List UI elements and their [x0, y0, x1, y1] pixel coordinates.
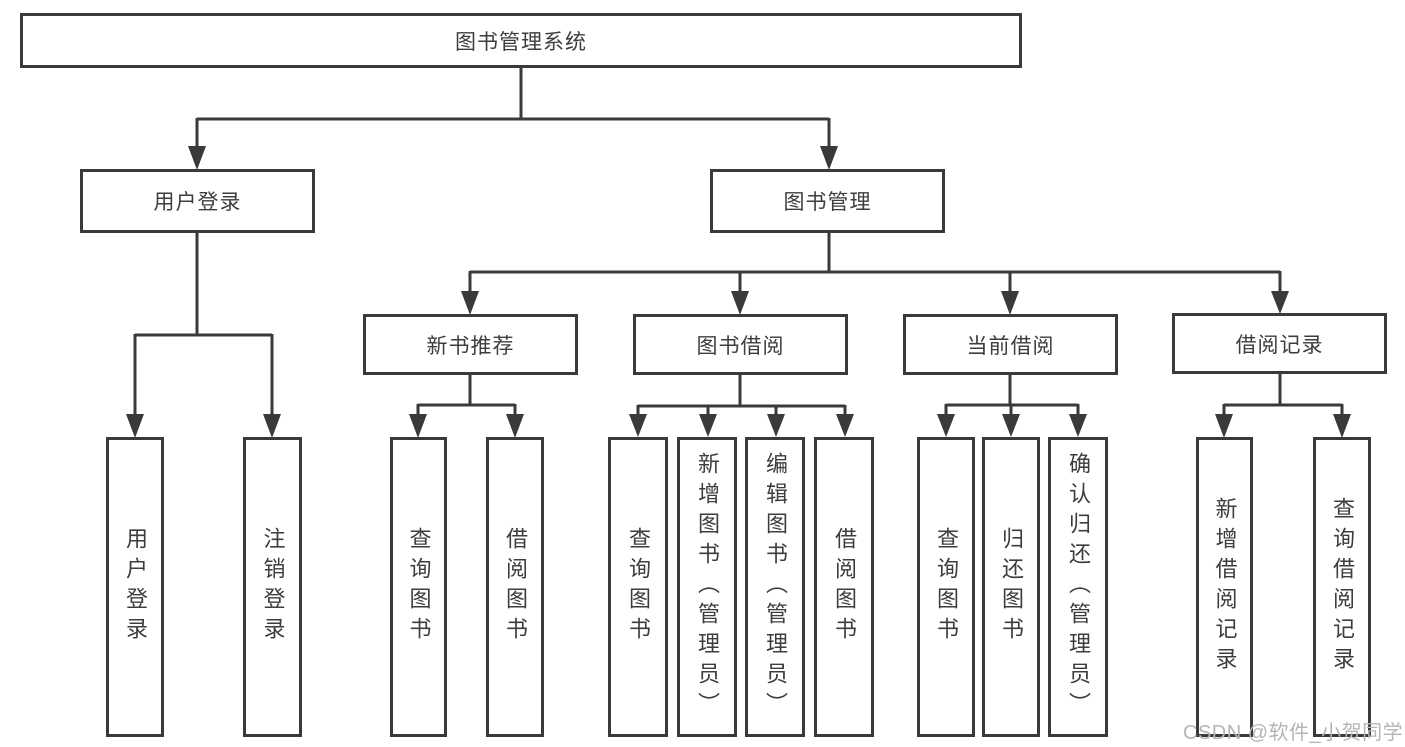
leaf-label: 注销登录 [260, 527, 286, 647]
connector-current-borrowing [937, 375, 1087, 437]
node-book-management-label: 图书管理 [783, 191, 872, 214]
node-root-label: 图书管理系统 [455, 30, 587, 54]
leaf-label: 归还图书 [999, 527, 1024, 647]
leaf-label: 新增借阅记录 [1212, 497, 1238, 677]
leaf-label: 编辑图书（管理员） [763, 452, 788, 722]
leaf-confirm-return-admin: 确认归还（管理员） [1048, 437, 1108, 737]
node-borrowing-records: 借阅记录 [1172, 313, 1387, 374]
csdn-watermark: CSDN @软件_小贺同学 [1183, 722, 1404, 744]
node-user-login-label: 用户登录 [153, 191, 242, 214]
leaf-label: 查询图书 [406, 527, 432, 647]
leaf-return-books: 归还图书 [982, 437, 1040, 737]
leaf-user-login: 用户登录 [106, 437, 164, 737]
leaf-label: 借阅图书 [503, 527, 528, 647]
node-book-management: 图书管理 [710, 169, 945, 233]
connector-book-borrowing [629, 375, 854, 437]
node-current-borrowing: 当前借阅 [903, 314, 1118, 375]
node-library-management-system: 图书管理系统 [20, 13, 1022, 68]
leaf-add-books-admin: 新增图书（管理员） [677, 437, 737, 737]
section-label: 当前借阅 [966, 334, 1055, 358]
leaf-borrow-books-recommend: 借阅图书 [486, 437, 544, 737]
leaf-label: 借阅图书 [832, 527, 857, 647]
connector-new-book [409, 375, 524, 438]
connector-user-login [126, 233, 281, 438]
leaf-borrow-books-borrowing: 借阅图书 [814, 437, 874, 737]
leaf-label: 查询借阅记录 [1330, 497, 1355, 677]
section-label: 借阅记录 [1235, 333, 1324, 357]
section-label: 新书推荐 [426, 334, 515, 358]
leaf-query-books-borrowing: 查询图书 [608, 437, 668, 737]
connector-root [188, 68, 838, 170]
node-new-book-recommendation: 新书推荐 [363, 314, 578, 375]
leaf-edit-books-admin: 编辑图书（管理员） [745, 437, 805, 737]
leaf-query-borrow-record: 查询借阅记录 [1313, 437, 1371, 737]
leaf-logout-login: 注销登录 [243, 437, 302, 737]
leaf-label: 查询图书 [626, 527, 651, 647]
leaf-query-books-current: 查询图书 [917, 437, 975, 737]
leaf-query-books-recommend: 查询图书 [390, 437, 447, 737]
node-user-login: 用户登录 [80, 169, 315, 233]
leaf-label: 确认归还（管理员） [1066, 452, 1091, 722]
leaf-label: 新增图书（管理员） [695, 452, 720, 722]
leaf-label: 用户登录 [123, 527, 148, 647]
section-label: 图书借阅 [696, 334, 785, 358]
leaf-add-borrow-record: 新增借阅记录 [1196, 437, 1253, 737]
connector-book-management [461, 233, 1289, 315]
leaf-label: 查询图书 [934, 527, 959, 647]
connector-borrow-records [1215, 373, 1351, 438]
node-book-borrowing: 图书借阅 [633, 314, 848, 375]
